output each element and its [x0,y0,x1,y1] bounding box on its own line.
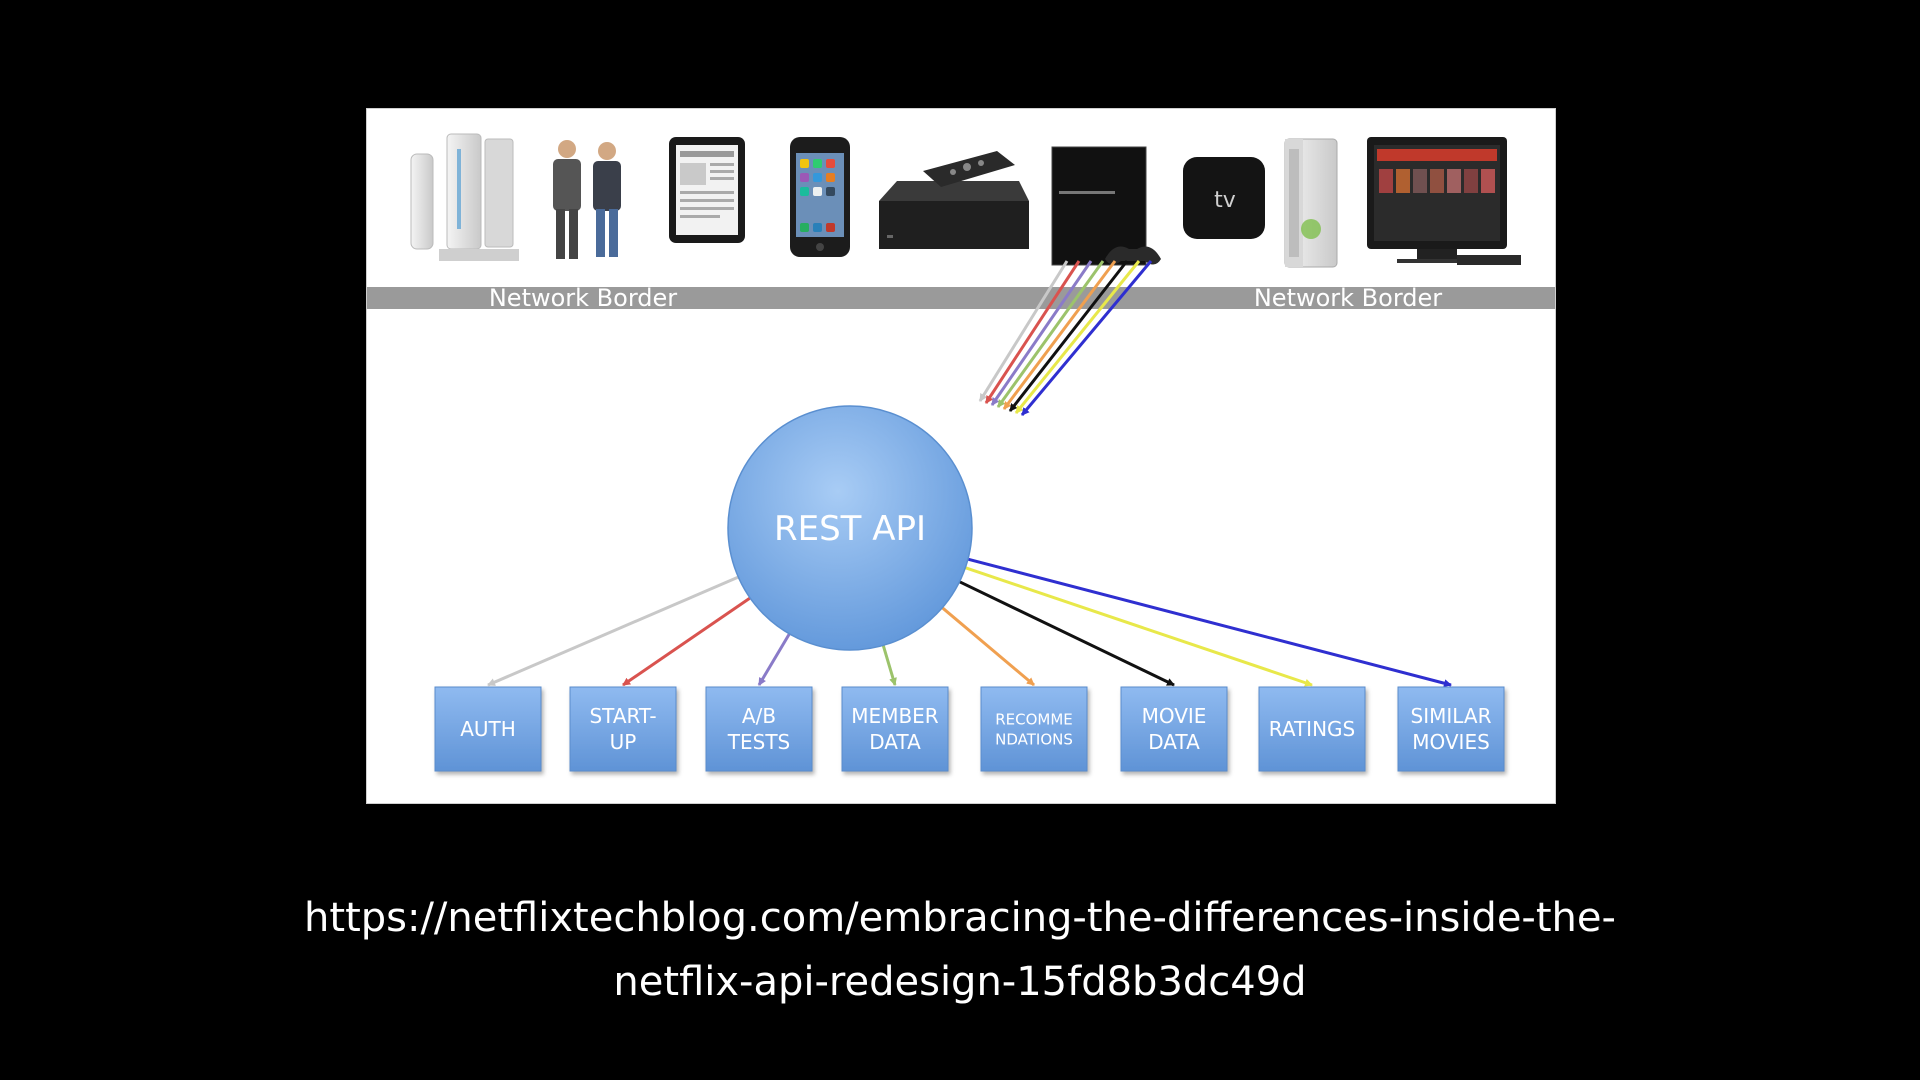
playstation-icon [1051,146,1161,266]
network-border-label-right: Network Border [1254,284,1442,312]
service-label-memberdata-line-2: DATA [869,730,921,754]
rest-api-label: REST API [774,509,926,549]
arrow-api-to-a-btests [757,631,792,686]
arrow-device-to-api-memberdata [996,260,1105,408]
service-label-memberdata-line-1: MEMBER [851,704,939,728]
caption-line-2: netflix-api-redesign-15fd8b3dc49d [613,959,1307,1005]
arrow-api-to-auth [487,574,742,687]
service-box-auth: AUTH [434,686,542,772]
rest-api-node: REST API [727,405,973,651]
service-label-recommendations-line-1: RECOMME [995,710,1073,728]
ipad-icon [669,137,745,243]
service-label-a-btests-line-1: A/B [742,704,776,728]
service-label-auth-line-1: AUTH [460,717,516,741]
xbox-icon [1284,138,1338,268]
service-label-ratings-line-1: RATINGS [1269,717,1355,741]
diagram-slide: tv Network Border Network Border [366,108,1556,804]
iphone-icon [790,137,850,257]
service-label-similarmovies-line-2: MOVIES [1412,730,1490,754]
service-label-start-up-line-1: START- [589,704,656,728]
devices-row: tv [410,133,1521,268]
service-label-moviedata-line-2: DATA [1148,730,1200,754]
caption-line-1: https://netflixtechblog.com/embracing-th… [304,895,1616,941]
arrow-api-to-similarmovies [965,557,1452,688]
arrow-api-to-memberdata [881,642,897,686]
arrow-device-to-api-moviedata [1008,260,1129,412]
source-url-caption: https://netflixtechblog.com/embracing-th… [0,886,1920,1014]
apple-tv-icon: tv [1183,157,1265,239]
arrow-api-to-ratings [962,565,1313,687]
arrow-device-to-api-recommendations [1002,260,1117,410]
arrow-device-to-api-auth [978,260,1069,402]
network-border-band [367,287,1555,309]
smart-tv-icon [1367,137,1521,265]
tv-accent-bar [1377,149,1497,161]
arrow-device-to-api-start-up [984,260,1081,404]
service-label-start-up-line-2: UP [610,730,637,754]
arrow-device-to-api-a-btests [990,260,1093,406]
service-box-recommendations: RECOMME NDATIONS [980,686,1088,772]
arrow-device-to-api-ratings [1014,260,1141,414]
service-label-a-btests-line-2: TESTS [727,730,790,754]
service-label-moviedata-line-1: MOVIE [1142,704,1207,728]
api-diagram: tv Network Border Network Border [367,133,1555,772]
service-box-start-up: START-UP [569,686,677,772]
network-border-label-left: Network Border [489,284,677,312]
service-label-recommendations-line-2: NDATIONS [995,730,1073,748]
apple-tv-label: tv [1214,188,1236,213]
arrows [487,260,1452,688]
wii-console-icon [410,133,519,261]
service-box-ratings: RATINGS [1258,686,1366,772]
arrow-api-to-recommendations [939,605,1035,687]
arrow-device-to-api-similarmovies [1020,260,1153,416]
arrow-api-to-start-up [622,595,753,687]
services-row: AUTHSTART-UPA/BTESTSMEMBERDATARECOMMENDA… [434,686,1505,772]
service-label-similarmovies-line-1: SIMILAR [1411,704,1492,728]
people-icon [553,140,621,259]
arrow-api-to-moviedata [956,579,1175,687]
roku-box-icon [879,151,1029,249]
